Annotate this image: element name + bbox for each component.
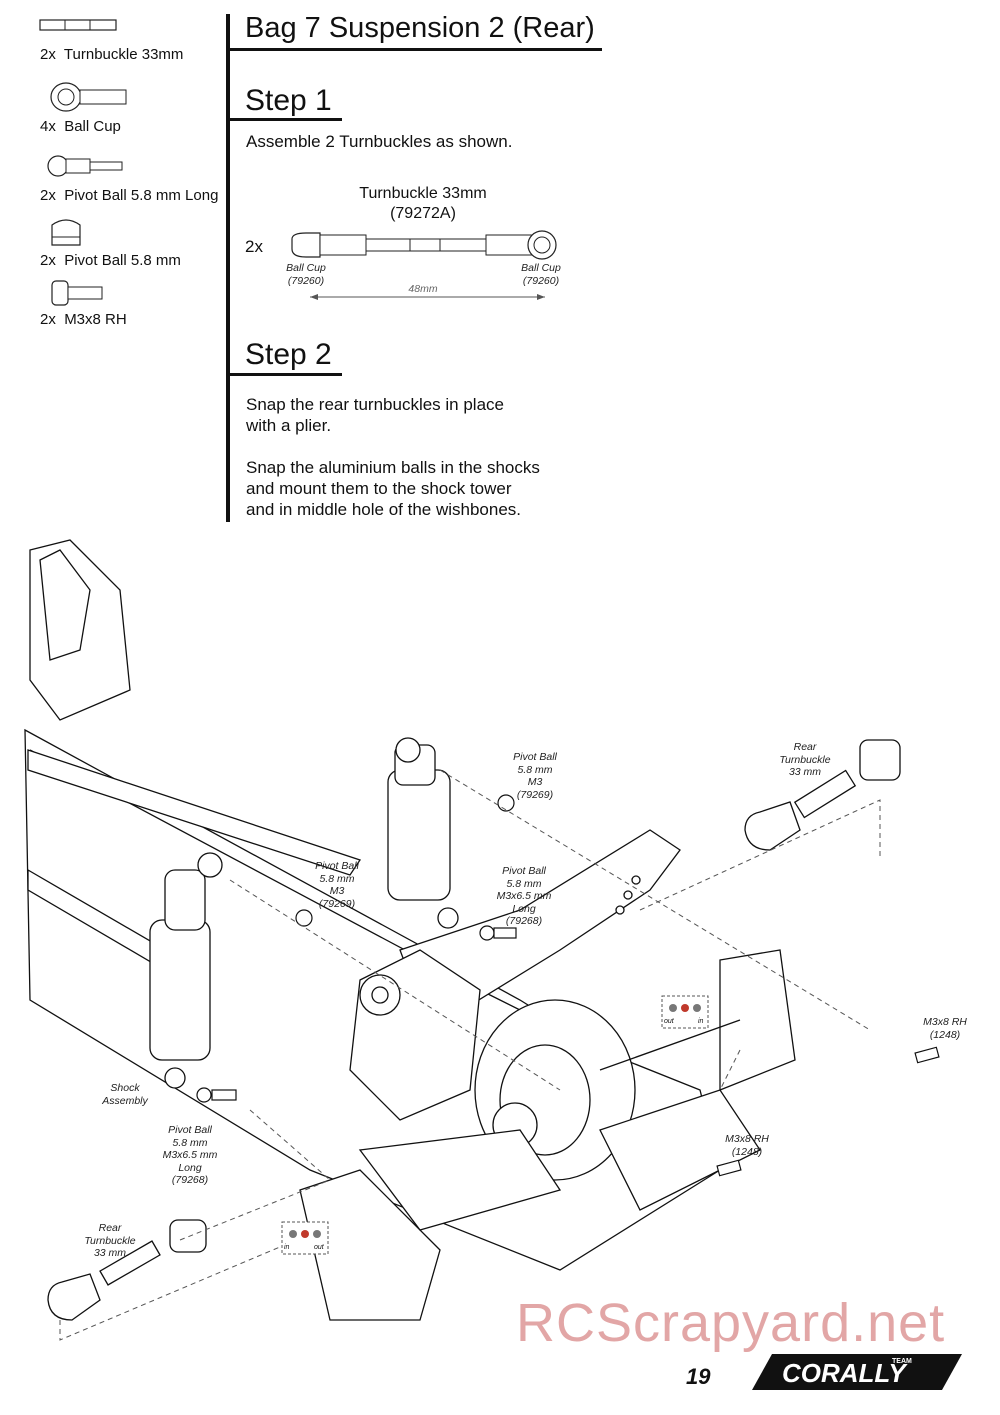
step1-heading: Step 1 (245, 84, 332, 117)
team-corally-logo: CORALLY TEAM (752, 1354, 962, 1390)
callout-shock-assembly: Shock Assembly (102, 1082, 148, 1107)
turnbuckle-qty: 2x (245, 237, 263, 256)
step1-underline (228, 118, 342, 121)
callout-rear-turnbuckle-top: Rear Turnbuckle 33 mm (779, 741, 831, 778)
ball-cup-left-label: Ball Cup (79260) (286, 262, 326, 287)
turnbuckle-icon (39, 19, 117, 31)
svg-text:TEAM: TEAM (892, 1358, 912, 1365)
turnbuckle-caption: Turnbuckle 33mm (79272A) (359, 185, 487, 222)
part-name: Pivot Ball 5.8 mm Long (64, 187, 219, 204)
part-ball-cup-label: 4x Ball Cup (40, 118, 121, 135)
part-name: Turnbuckle 33mm (63, 46, 184, 63)
part-name: Ball Cup (64, 118, 121, 135)
page-number: 19 (686, 1364, 711, 1389)
callout-pivot-ball-mid-long: Pivot Ball 5.8 mm M3x6.5 mm Long (79268) (496, 865, 552, 927)
callout-m3x8-right: M3x8 RH (1248) (923, 1016, 967, 1041)
column-divider (226, 14, 230, 522)
part-qty: 2x (40, 46, 56, 63)
callout-pivot-ball-mid-left: Pivot Ball 5.8 mm M3 (79269) (315, 860, 359, 910)
chassis-assembly-drawing (24, 539, 940, 1341)
callout-pivot-ball-bottom-long: Pivot Ball 5.8 mm M3x6.5 mm Long (79268) (162, 1124, 218, 1186)
step2-underline (228, 373, 342, 376)
ball-cup-icon (50, 82, 127, 112)
callout-pivot-ball-top: Pivot Ball 5.8 mm M3 (79269) (513, 751, 557, 801)
callout-m3x8-center: M3x8 RH (1248) (725, 1133, 769, 1158)
part-name: M3x8 RH (64, 311, 127, 328)
step2-text-1: Snap the rear turnbuckles in place with … (246, 395, 504, 435)
part-screw-label: 2x M3x8 RH (40, 311, 127, 328)
length-label: 48mm (408, 283, 438, 295)
part-qty: 2x (40, 187, 56, 204)
part-qty: 2x (40, 252, 56, 269)
part-turnbuckle-label: 2x Turnbuckle 33mm (40, 46, 183, 63)
svg-text:CORALLY: CORALLY (782, 1358, 908, 1388)
turnbuckle-diagram (291, 230, 557, 300)
title-underline (228, 48, 602, 51)
in-out-left-out: out (314, 1244, 324, 1251)
part-qty: 2x (40, 311, 56, 328)
part-qty: 4x (40, 118, 56, 135)
pivot-ball-long-icon (47, 155, 123, 177)
part-pivot-ball-label: 2x Pivot Ball 5.8 mm (40, 252, 181, 269)
part-pivot-ball-long-label: 2x Pivot Ball 5.8 mm Long (40, 187, 218, 204)
part-name: Pivot Ball 5.8 mm (64, 252, 181, 269)
in-out-right-in: in (698, 1018, 704, 1025)
pivot-ball-icon (51, 219, 81, 246)
callout-rear-turnbuckle-bottom: Rear Turnbuckle 33 mm (84, 1222, 136, 1259)
in-out-left-in: in (284, 1244, 290, 1251)
ball-cup-right-label: Ball Cup (79260) (521, 262, 561, 287)
step2-text-2: Snap the aluminium balls in the shocks a… (246, 458, 540, 519)
watermark: RCScrapyard.net (516, 1293, 946, 1353)
step1-text: Assemble 2 Turnbuckles as shown. (246, 132, 513, 151)
step2-heading: Step 2 (245, 338, 332, 371)
page-title: Bag 7 Suspension 2 (Rear) (245, 12, 595, 44)
screw-icon (51, 280, 103, 306)
in-out-right-out: out (664, 1018, 674, 1025)
